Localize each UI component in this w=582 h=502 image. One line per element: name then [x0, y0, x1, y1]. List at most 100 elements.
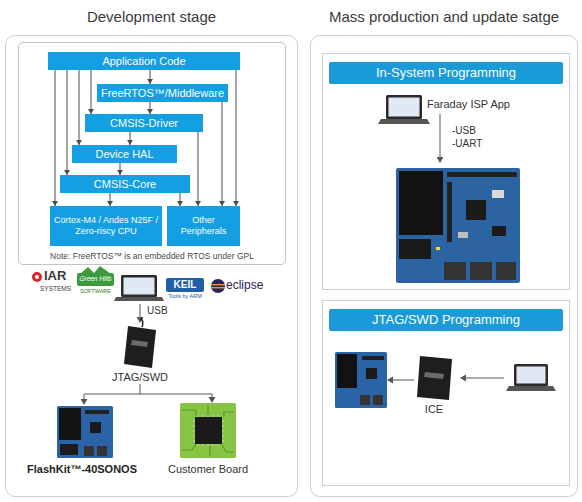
connector-arrow — [177, 193, 183, 206]
box-label: FreeRTOS™/Middleware — [101, 87, 224, 99]
connector-line — [67, 70, 68, 175]
note-text: Note: FreeRTOS™ is an embedded RTOS unde… — [19, 251, 285, 261]
laptop-icon — [386, 95, 422, 119]
label-text: USB — [147, 305, 168, 317]
label-text: -USB — [452, 125, 476, 137]
connector-line — [55, 70, 56, 206]
arrow-head — [147, 109, 153, 114]
connector-arrow — [88, 70, 94, 114]
box-label: Cortex-M4 / Andes N25F / Zero-riscy CPU — [53, 215, 159, 237]
jtag-wire — [84, 384, 212, 400]
connector-line — [198, 132, 199, 206]
ice-debugger — [424, 372, 444, 379]
flashkit-board — [84, 446, 94, 456]
flashkit-board — [57, 406, 113, 458]
section-heading: JTAG/SWD Programming — [372, 312, 520, 327]
dev-board — [396, 168, 520, 283]
hardware-box: Cortex-M4 / Andes N25F / Zero-riscy CPU — [50, 206, 162, 246]
greenhills-logo — [77, 273, 114, 286]
chip-pins — [193, 415, 224, 446]
arrow-head — [147, 79, 153, 84]
arrow-head — [437, 157, 444, 163]
connector-arrow — [195, 132, 201, 206]
usb-wire — [140, 304, 141, 318]
ice-cable — [141, 318, 143, 327]
connector-arrow — [127, 132, 133, 145]
dev-board — [496, 262, 516, 280]
dev-board — [399, 239, 431, 259]
laptop-icon — [514, 364, 548, 386]
connector-arrow — [147, 102, 153, 114]
arrow-head — [76, 140, 82, 145]
panel-heading: Development stage — [6, 8, 297, 25]
iar-logo-icon — [32, 272, 42, 282]
laptop-icon — [124, 278, 155, 295]
arrow-head — [387, 377, 393, 384]
dev-board — [492, 226, 506, 236]
layer-bar: CMSIS-Driver — [85, 114, 203, 132]
customer-board — [180, 403, 236, 458]
label-text: IAR — [44, 269, 66, 284]
flashkit-board — [60, 444, 78, 455]
box-body: FreeRTOS™/Middleware — [97, 84, 228, 102]
laptop-icon — [506, 386, 556, 391]
dev-board — [373, 395, 383, 405]
dev-board — [360, 395, 370, 405]
laptop-icon — [114, 297, 164, 301]
connector-arrow — [76, 70, 82, 145]
label-text: JTAG/SWD — [95, 371, 185, 384]
label-text: Green Hills — [77, 275, 114, 282]
board-trace — [182, 405, 234, 456]
box-label: Device HAL — [95, 148, 153, 160]
dev-board — [362, 356, 384, 360]
flashkit-board — [97, 446, 107, 456]
stage-panel: Development stageNote: FreeRTOS™ is an e… — [5, 35, 298, 497]
arrow-head — [81, 399, 88, 405]
arrow-head — [195, 201, 201, 206]
laptop-icon — [121, 275, 157, 297]
connector-arrow — [233, 70, 239, 206]
connector-arrow — [107, 193, 113, 206]
laptop-icon — [517, 367, 546, 384]
layer-bar: CMSIS-Core — [60, 175, 190, 193]
panel-heading: Mass production and update satge — [311, 8, 577, 25]
dev-board — [458, 232, 468, 238]
keil-logo — [166, 278, 204, 292]
iar-logo-icon — [35, 275, 39, 279]
jtag-wire — [465, 378, 504, 379]
flashkit-board — [59, 408, 81, 440]
arrow-head — [127, 140, 133, 145]
label-text: FlashKit™-40SONOS — [12, 463, 152, 476]
connector-arrow — [64, 70, 70, 175]
arrow-head — [88, 109, 94, 114]
dev-board — [470, 262, 492, 280]
box-body: Cortex-M4 / Andes N25F / Zero-riscy CPU — [50, 206, 162, 246]
box-label: CMSIS-Driver — [110, 117, 178, 129]
label-text: KEIL — [166, 279, 204, 291]
box-label: CMSIS-Core — [94, 178, 156, 190]
label-text: Faraday ISP App — [427, 98, 510, 111]
eclipse-logo — [211, 279, 225, 293]
dev-board — [366, 368, 377, 379]
box-label: Other Peripherals — [170, 215, 237, 237]
dev-board — [337, 354, 357, 388]
arrow-head — [460, 375, 466, 382]
box-body: CMSIS-Core — [60, 175, 190, 193]
connector-arrow — [52, 70, 58, 206]
dev-board — [466, 200, 486, 220]
section-heading: In-System Programming — [376, 65, 516, 80]
dev-board — [447, 182, 452, 242]
ice-debugger — [124, 326, 156, 368]
label-text: eclipse — [226, 279, 263, 293]
label-text: -UART — [452, 138, 482, 150]
jtag-wire — [392, 380, 414, 381]
box-body: CMSIS-Driver — [85, 114, 203, 132]
software-stack-box: Note: FreeRTOS™ is an embedded RTOS unde… — [18, 42, 286, 265]
flashkit-board — [85, 410, 109, 414]
section-band: In-System Programming — [329, 62, 563, 84]
box-label: Application Code — [102, 55, 185, 67]
connector-line — [79, 70, 80, 145]
